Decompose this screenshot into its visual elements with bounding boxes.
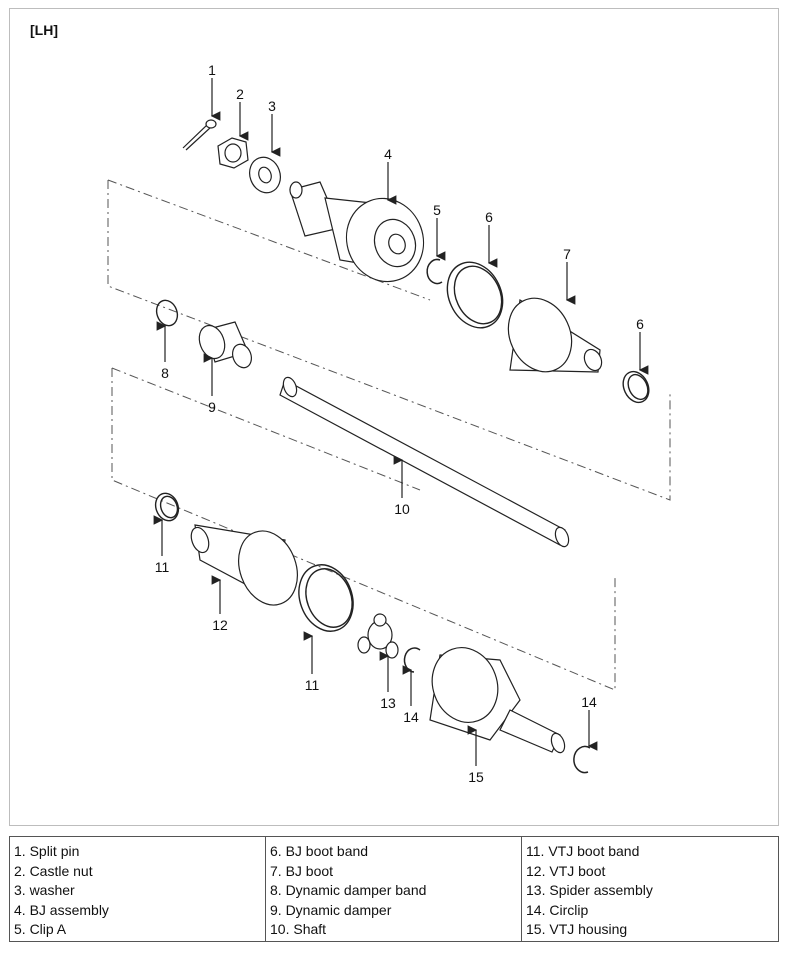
parts-legend-table: 1. Split pin 2. Castle nut 3. washer 4. … xyxy=(9,836,779,942)
legend-item: 5. Clip A xyxy=(14,921,67,938)
bj-boot-band-small xyxy=(622,370,650,404)
callout-6: 6 xyxy=(485,209,493,225)
legend-item: 13. Spider assembly xyxy=(526,882,653,899)
vtj-boot-band-small xyxy=(154,492,180,522)
legend-item: 2. Castle nut xyxy=(14,862,93,879)
callout-6b: 6 xyxy=(636,316,644,332)
callout-10: 10 xyxy=(394,501,410,517)
callout-3: 3 xyxy=(268,98,276,114)
clip-a xyxy=(426,258,443,285)
vtj-boot xyxy=(190,524,298,606)
callout-15: 15 xyxy=(468,769,484,785)
legend-item: 7. BJ boot xyxy=(270,862,334,879)
legend-item: 15. VTJ housing xyxy=(526,921,628,938)
callout-4: 4 xyxy=(384,146,392,162)
legend-item: 10. Shaft xyxy=(270,921,327,938)
legend-item: 1. Split pin xyxy=(14,843,80,859)
legend-item: 8. Dynamic damper band xyxy=(270,882,427,899)
callout-2: 2 xyxy=(236,86,244,102)
callout-13: 13 xyxy=(380,695,396,711)
legend-item: 12. VTJ boot xyxy=(526,862,606,879)
callout-8: 8 xyxy=(161,365,169,381)
legend-column-1: 1. Split pin 2. Castle nut 3. washer 4. … xyxy=(10,837,266,941)
washer xyxy=(249,156,281,194)
dynamic-damper-band xyxy=(155,299,179,327)
diagram-frame xyxy=(9,8,779,826)
circlip-right xyxy=(573,745,591,774)
legend-item: 4. BJ assembly xyxy=(14,901,109,918)
circlip xyxy=(403,647,421,673)
callout-9: 9 xyxy=(208,399,216,415)
callout-7: 7 xyxy=(563,246,571,262)
legend-item: 9. Dynamic damper xyxy=(270,901,392,918)
callout-12: 12 xyxy=(212,617,228,633)
spider-assembly xyxy=(357,613,399,659)
leader-lines xyxy=(153,78,649,766)
legend-item: 11. VTJ boot band xyxy=(526,843,640,859)
bj-boot xyxy=(507,297,603,373)
vtj-housing xyxy=(429,647,566,754)
exploded-view-diagram: 1 2 3 4 5 6 7 6 8 9 10 11 12 11 13 14 14… xyxy=(107,62,671,785)
callout-5: 5 xyxy=(433,202,441,218)
legend-item: 6. BJ boot band xyxy=(270,843,369,859)
callout-14: 14 xyxy=(403,709,419,725)
legend-item: 3. washer xyxy=(14,882,75,899)
split-pin xyxy=(182,119,217,151)
callout-11b: 11 xyxy=(305,677,320,693)
legend-column-2: 6. BJ boot band 7. BJ boot 8. Dynamic da… xyxy=(266,837,522,941)
callout-labels: 1 2 3 4 5 6 7 6 8 9 10 11 12 11 13 14 14… xyxy=(155,62,644,785)
dynamic-damper xyxy=(198,321,253,369)
callout-14b: 14 xyxy=(581,694,597,710)
castle-nut xyxy=(217,137,249,169)
legend-item: 14. Circlip xyxy=(526,901,589,918)
shaft xyxy=(279,376,570,548)
callout-1: 1 xyxy=(208,62,216,78)
vtj-boot-band-large xyxy=(298,564,354,632)
legend-column-3: 11. VTJ boot band 12. VTJ boot 13. Spide… xyxy=(522,837,778,941)
bj-assembly xyxy=(289,181,425,283)
side-tag: [LH] xyxy=(30,22,58,38)
callout-11: 11 xyxy=(155,559,170,575)
bj-boot-band xyxy=(446,261,504,329)
